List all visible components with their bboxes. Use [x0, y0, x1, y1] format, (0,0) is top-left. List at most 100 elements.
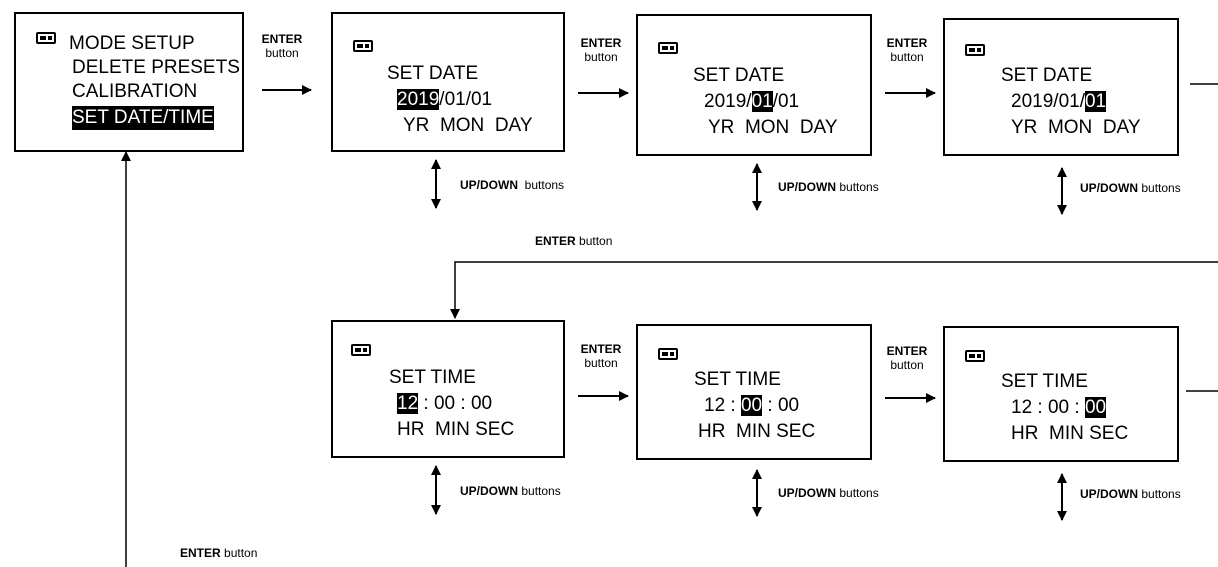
updown-word: UP/DOWN: [460, 178, 518, 192]
updown-label-date3: UP/DOWN buttons: [1080, 181, 1181, 195]
updown-word: UP/DOWN: [1080, 181, 1138, 195]
buttons-word: buttons: [1141, 487, 1181, 501]
date-day-field: 01: [470, 89, 493, 110]
enter-word: ENTER: [180, 546, 221, 560]
date-screen-day: SET DATE 2019/01/01 YR MON DAY: [943, 18, 1179, 156]
time-title: SET TIME: [694, 369, 781, 390]
menu-item-set-date-time: SET DATE/TIME: [72, 106, 214, 130]
enter-label-time2: ENTER button: [882, 344, 932, 372]
date-screen-year: SET DATE 2019/01/01 YR MON DAY: [331, 12, 565, 152]
date-year-field: 2019: [1011, 91, 1054, 112]
buttons-word: buttons: [524, 178, 565, 192]
buttons-word: buttons: [839, 180, 879, 194]
updown-word: UP/DOWN: [778, 486, 836, 500]
enter-label-date1: ENTER button: [576, 36, 626, 64]
date-sep: /: [465, 89, 471, 110]
updown-label-date1: UP/DOWN buttons: [460, 178, 564, 192]
enter-word: ENTER: [580, 342, 622, 356]
time-title: SET TIME: [389, 367, 476, 388]
date-screen-month: SET DATE 2019/01/01 YR MON DAY: [636, 14, 872, 156]
arrow-date-to-time: [450, 261, 1218, 319]
date-units: YR MON DAY: [403, 115, 533, 136]
buttons-word: buttons: [1141, 181, 1181, 195]
battery-icon: [965, 44, 985, 56]
button-word: button: [890, 358, 924, 372]
time-title: SET TIME: [1001, 371, 1088, 392]
time-sep: :: [725, 395, 741, 416]
time-screen-second: SET TIME 12 : 00 : 00 HR MIN SEC: [943, 326, 1179, 462]
time-value: 12 : 00 : 00: [1011, 396, 1107, 420]
time-value: 12 : 00 : 00: [704, 394, 799, 418]
date-value: 2019/01/01: [704, 90, 799, 114]
date-day-field: 01: [1084, 91, 1107, 112]
date-units: YR MON DAY: [1011, 117, 1141, 138]
time-minute-field: 00: [1047, 397, 1070, 418]
battery-icon: [658, 348, 678, 360]
time-sep: :: [1032, 397, 1048, 418]
updown-label-time3: UP/DOWN buttons: [1080, 487, 1181, 501]
date-title: SET DATE: [1001, 65, 1093, 86]
updown-word: UP/DOWN: [778, 180, 836, 194]
date-title: SET DATE: [693, 65, 785, 86]
time-hour-field: 12: [397, 393, 419, 414]
date-value: 2019/01/01: [397, 88, 492, 112]
menu-screen: MODE SETUP DELETE PRESETS CALIBRATION SE…: [14, 12, 244, 152]
button-word: button: [584, 356, 618, 370]
date-month-field: 01: [1058, 91, 1080, 112]
time-minute-field: 00: [433, 393, 456, 414]
battery-icon: [658, 42, 678, 54]
updown-label-time1: UP/DOWN buttons: [460, 484, 561, 498]
time-units: HR MIN SEC: [698, 421, 816, 442]
time-minute-field: 00: [740, 395, 763, 416]
time-sep: :: [418, 393, 434, 414]
date-sep: /: [1079, 91, 1085, 112]
date-month-field: 01: [751, 91, 773, 112]
enter-word: ENTER: [580, 36, 622, 50]
menu-item-mode-setup: MODE SETUP: [69, 33, 195, 54]
button-word: button: [265, 46, 299, 60]
date-units: YR MON DAY: [708, 117, 838, 138]
battery-icon: [36, 32, 56, 44]
date-day-field: 01: [777, 91, 800, 112]
time-sep: :: [1069, 397, 1085, 418]
menu-item-delete-presets: DELETE PRESETS: [72, 57, 240, 78]
enter-word: ENTER: [535, 234, 576, 248]
date-sep: /: [746, 91, 752, 112]
time-second-field: 00: [1084, 397, 1107, 418]
time-hour-field: 12: [704, 395, 726, 416]
battery-icon: [353, 40, 373, 52]
button-word: button: [579, 234, 613, 248]
button-word: button: [890, 50, 924, 64]
date-sep: /: [439, 89, 445, 110]
time-sep: :: [762, 395, 778, 416]
updown-word: UP/DOWN: [1080, 487, 1138, 501]
battery-icon: [351, 344, 371, 356]
menu-item-calibration: CALIBRATION: [72, 81, 198, 102]
enter-label-time1: ENTER button: [576, 342, 626, 370]
date-year-field: 2019: [704, 91, 747, 112]
enter-word: ENTER: [886, 36, 928, 50]
date-month-field: 01: [444, 89, 466, 110]
button-word: button: [224, 546, 258, 560]
time-screen-hour: SET TIME 12 : 00 : 00 HR MIN SEC: [331, 320, 565, 458]
enter-label-loop: ENTER button: [535, 234, 612, 248]
enter-word: ENTER: [886, 344, 928, 358]
time-screen-minute: SET TIME 12 : 00 : 00 HR MIN SEC: [636, 324, 872, 460]
time-hour-field: 12: [1011, 397, 1033, 418]
updown-label-date2: UP/DOWN buttons: [778, 180, 879, 194]
time-second-field: 00: [470, 393, 493, 414]
date-value: 2019/01/01: [1011, 90, 1107, 114]
date-title: SET DATE: [387, 63, 479, 84]
date-sep: /: [1053, 91, 1059, 112]
time-units: HR MIN SEC: [397, 419, 515, 440]
time-units: HR MIN SEC: [1011, 423, 1129, 444]
enter-label-menu: ENTER button: [258, 32, 306, 60]
enter-label-return: ENTER button: [180, 546, 257, 560]
time-sep: :: [455, 393, 471, 414]
updown-label-time2: UP/DOWN buttons: [778, 486, 879, 500]
date-sep: /: [772, 91, 778, 112]
button-word: button: [584, 50, 618, 64]
buttons-word: buttons: [839, 486, 879, 500]
time-value: 12 : 00 : 00: [397, 392, 492, 416]
